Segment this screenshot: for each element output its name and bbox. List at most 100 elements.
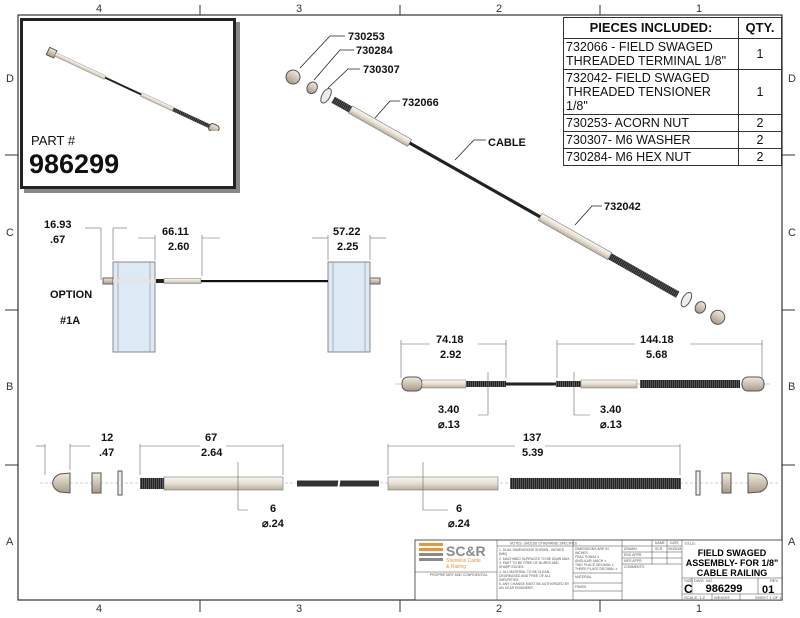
exploded-side-view xyxy=(36,444,780,511)
zone-col-3: 3 xyxy=(296,3,302,15)
tolerance-three-place: THREE PLACE DECIMAL ± xyxy=(575,567,618,571)
mfg-appr-label: MFG APPR. xyxy=(624,559,643,563)
note-5: 5. ANY CHANGE MUST BE AUTHORIZED BY AN S… xyxy=(499,582,570,591)
zone-row-d: D xyxy=(6,73,14,85)
date-header: DATE xyxy=(670,541,680,545)
dim-exp-5-in: ⌀.24 xyxy=(448,518,471,530)
zone-col-1: 1 xyxy=(696,3,702,15)
option-cable xyxy=(201,280,328,283)
dim-exp-5-mm: 6 xyxy=(456,503,462,515)
zone-row-b-right: B xyxy=(788,381,795,393)
option-id: #1A xyxy=(60,315,80,327)
callout-730284: 730284 xyxy=(356,45,394,57)
callout-730253: 730253 xyxy=(348,31,385,43)
dim-exp-3-mm: 6 xyxy=(270,503,276,515)
piece-description: 730253- ACORN NUT xyxy=(563,114,739,132)
piece-qty: 1 xyxy=(738,38,782,70)
dwg-no-label: DWG. NO. xyxy=(694,578,713,583)
dim-assy-1-in: 2.92 xyxy=(440,349,461,361)
piece-description: 732066 - FIELD SWAGED THREADED TERMINAL … xyxy=(563,38,739,70)
tensioner-thread-shape xyxy=(608,253,680,298)
dim-assy-2-in: 5.68 xyxy=(646,349,667,361)
dwg-no-value: 986299 xyxy=(706,583,743,595)
comments-label: COMMENTS: xyxy=(624,565,645,569)
pieces-header-row: PIECES INCLUDED: QTY. xyxy=(563,17,782,39)
drawn-name: SCR xyxy=(655,547,663,551)
piece-description: 730307- M6 WASHER xyxy=(563,131,739,149)
note-1: 1. DUAL DIMENSIONS SHOWN - INCHES [MM] xyxy=(499,548,564,556)
zone-row-b: B xyxy=(6,381,13,393)
size-value: C xyxy=(684,582,693,596)
zone-col-4-bottom: 4 xyxy=(96,603,102,615)
zone-row-a: A xyxy=(6,536,14,548)
callout-730307: 730307 xyxy=(363,64,400,76)
acorn-nut-shape-2 xyxy=(710,309,726,325)
dim-exp-1-in: .47 xyxy=(99,447,114,459)
sheet-frame xyxy=(5,5,795,612)
dim-assy-3-mm: 3.40 xyxy=(438,404,459,416)
terminal-thread-shape xyxy=(331,96,353,113)
title-line-2: ASSEMBLY- FOR 1/8" xyxy=(686,558,778,568)
piece-description: 732042- FIELD SWAGED THREADED TENSIONER … xyxy=(563,69,739,115)
sheet-label: SHEET 1 OF 1 xyxy=(755,595,782,600)
dim-option-1-in: .67 xyxy=(50,234,65,246)
tolerance-angular: ANGULAR: MACH ± xyxy=(575,559,607,563)
hex-nut-shape xyxy=(306,81,318,95)
proprietary-label: PROPRIETARY AND CONFIDENTIAL xyxy=(430,573,488,577)
note-3: 3. PART TO BE FREE OF BURRS AND SHARP ED… xyxy=(499,561,559,570)
piece-description: 730284- M6 HEX NUT xyxy=(563,148,739,166)
dim-exp-2-in: 2.64 xyxy=(201,447,223,459)
zone-row-d-right: D xyxy=(788,73,796,85)
zone-col-1-bottom: 1 xyxy=(696,603,702,615)
assembled-view xyxy=(395,340,770,416)
notes-list: 1. DUAL DIMENSIONS SHOWN - INCHES [MM] 2… xyxy=(499,548,571,591)
drawn-date: 05/25/18 xyxy=(668,547,681,551)
callout-732066: 732066 xyxy=(402,97,439,109)
callout-leaders xyxy=(299,35,602,226)
washer-shape-2 xyxy=(680,291,693,308)
dim-assy-2-mm: 144.18 xyxy=(640,334,674,346)
tensioner-body-shape xyxy=(537,212,613,261)
callout-732042: 732042 xyxy=(604,201,641,213)
dim-option-1-mm: 16.93 xyxy=(44,219,72,231)
piece-qty: 1 xyxy=(738,69,782,115)
weight-label: WEIGHT: xyxy=(714,595,731,600)
washer-shape xyxy=(320,87,332,104)
name-header: NAME xyxy=(655,541,666,545)
dim-option-3-in: 2.25 xyxy=(337,241,358,253)
zone-labels: 4 3 2 1 4 3 2 1 D C B A D C B A xyxy=(6,3,796,615)
pieces-header: PIECES INCLUDED: xyxy=(563,17,739,39)
dim-assy-3-in: ⌀.13 xyxy=(438,419,460,431)
post-left xyxy=(112,261,156,353)
piece-qty: 2 xyxy=(738,131,782,149)
zone-col-4: 4 xyxy=(96,3,102,15)
dim-option-2-mm: 66.11 xyxy=(162,226,189,238)
note-2: 2. MACHINED SURFACES TO BE 63μIN MAX. xyxy=(499,556,571,561)
title-line-1: FIELD SWAGED xyxy=(698,548,767,558)
dim-exp-1-mm: 12 xyxy=(101,432,113,444)
part-number: 986299 xyxy=(29,149,120,179)
zone-col-2-bottom: 2 xyxy=(496,603,502,615)
dim-assy-4-in: ⌀.13 xyxy=(600,419,622,431)
title-label: TITLE: xyxy=(684,541,696,546)
zone-row-c: C xyxy=(6,227,14,239)
pieces-table: PIECES INCLUDED: QTY. 732066 - FIELD SWA… xyxy=(563,17,782,166)
option-label: OPTION xyxy=(50,289,92,301)
notes-header: NOTES: UNLESS OTHERWISE SPECIFIED xyxy=(510,542,578,546)
title-line-3: CABLE RAILING xyxy=(697,568,768,578)
isometric-inset: PART # 986299 xyxy=(20,18,236,189)
piece-qty: 2 xyxy=(738,148,782,166)
title-block: SC&R Stainless Cable & Railing PROPRIETA… xyxy=(414,539,783,601)
acorn-nut-shape xyxy=(285,69,301,85)
tolerance-header: DIMENSIONS ARE IN INCHES xyxy=(575,547,609,555)
finish-label: FINISH xyxy=(575,585,587,589)
callout-cable: CABLE xyxy=(488,137,526,149)
dim-exp-3-in: ⌀.24 xyxy=(262,518,285,530)
hex-nut-shape-2 xyxy=(694,301,707,314)
isometric-exploded-view: 730253 730284 730307 732066 CABLE 732042 xyxy=(285,31,726,325)
dim-option-2-in: 2.60 xyxy=(168,241,189,253)
